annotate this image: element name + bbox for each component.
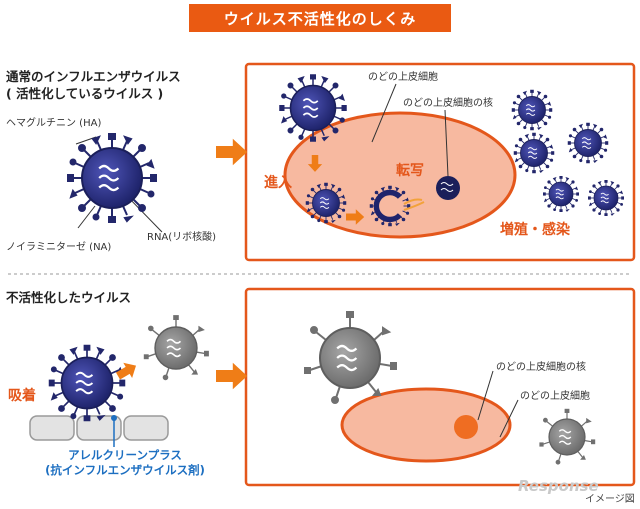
arrow-to-bottom-panel [216, 362, 248, 390]
virus-entering [280, 75, 346, 141]
replicated-virus-3 [514, 133, 554, 173]
replicated-virus-2 [568, 123, 608, 163]
image-note: イメージ図 [585, 494, 635, 505]
cell-nucleus-bottom [454, 415, 478, 439]
virus-adsorbed [50, 346, 125, 421]
cell-nucleus [436, 176, 460, 200]
inactivated-virus-heading: 不活性化したウイルス [6, 290, 132, 305]
label-proliferation-infection: 増殖・感染 [500, 222, 570, 238]
replicated-virus-4 [543, 176, 578, 211]
response-watermark: Response [518, 477, 599, 495]
product-name: アレルクリーンプラス [68, 448, 182, 462]
label-throat-cell-bottom: のどの上皮細胞 [520, 391, 590, 402]
normal-virus-heading: 通常のインフルエンザウイルス [6, 69, 181, 84]
label-adsorption: 吸着 [8, 388, 36, 404]
label-entry: 進入 [264, 175, 292, 191]
label-transcription: 転写 [396, 163, 424, 179]
label-hemagglutinin: ヘマグルチニン (HA) [6, 118, 102, 129]
virus-uncoating [369, 185, 411, 227]
inactivated-virus-large [305, 312, 396, 403]
arrow-to-top-panel [216, 138, 248, 166]
replicated-virus-5 [588, 180, 623, 215]
replicated-virus-1 [512, 90, 552, 130]
inactivated-virus-cell [540, 409, 595, 464]
label-throat-cell: のどの上皮細胞 [368, 72, 438, 83]
label-throat-cell-nucleus: のどの上皮細胞の核 [403, 98, 493, 109]
influenza-virus-diagram [68, 134, 156, 222]
page-title: ウイルス不活性化のしくみ [189, 4, 451, 32]
label-rna: RNA(リボ核酸) [147, 232, 217, 243]
inactivated-virus-small [145, 316, 209, 380]
top-panel-frame [244, 62, 636, 262]
product-description: (抗インフルエンザウイルス剤) [45, 463, 205, 477]
label-neuraminidase: ノイラミニターゼ (NA) [6, 242, 112, 253]
throat-cell-ellipse-top [283, 111, 517, 239]
label-throat-cell-nucleus-bottom: のどの上皮細胞の核 [496, 362, 586, 373]
virus-inside-cell [306, 183, 346, 223]
throat-cell-ellipse-bottom [340, 387, 512, 463]
bottom-panel-frame [244, 287, 636, 487]
normal-virus-subheading: ( 活性化しているウイルス ) [6, 86, 164, 101]
